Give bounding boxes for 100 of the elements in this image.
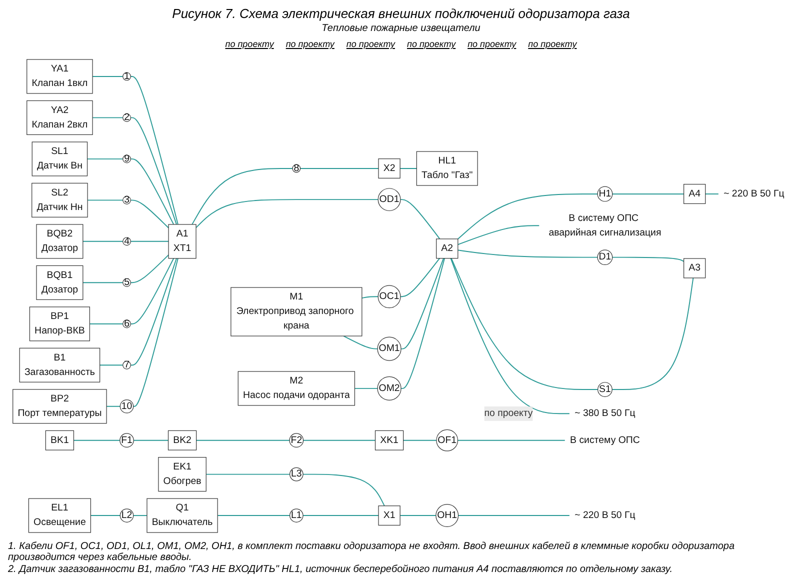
node-circle: OM2 — [377, 376, 402, 400]
connector — [130, 258, 178, 366]
node-box: BP1 Напор-ВКВ — [29, 306, 90, 342]
connector — [302, 440, 376, 441]
connector — [450, 258, 598, 390]
node-circle: L1 — [290, 508, 304, 522]
connector — [130, 200, 170, 228]
connector — [106, 406, 121, 407]
connector — [400, 199, 440, 240]
node-box: M1 Электропривод запорного крана — [230, 287, 362, 336]
node-box: B1 Загазованность — [19, 348, 100, 382]
diagram-title: Рисунок 7. Схема электрическая внешних подключений одоризатора газа — [171, 6, 631, 21]
node-circle: 2 — [122, 113, 131, 122]
connector — [206, 474, 290, 475]
connector — [302, 474, 385, 506]
node-circle: D1 — [597, 250, 613, 266]
node-box: EL1 Освещение — [28, 498, 91, 533]
node-circle: 8 — [292, 164, 301, 173]
connector — [192, 168, 293, 225]
cable-label: по проекту — [286, 39, 334, 49]
node-circle: 10 — [120, 399, 134, 414]
node-box: SL1 Датчик Вн — [32, 142, 88, 176]
connector — [130, 158, 174, 225]
node-circle: 6 — [122, 320, 131, 328]
connector — [130, 240, 170, 242]
cable-label: по проекту — [407, 39, 456, 49]
connector — [457, 440, 566, 441]
node-circle: 5 — [122, 278, 131, 287]
node-text: ~ 220 В 50 Гц — [574, 510, 636, 520]
node-circle: 3 — [122, 196, 131, 204]
connector — [217, 515, 290, 516]
connector — [90, 515, 121, 516]
node-circle: L3 — [290, 467, 304, 482]
node-circle: OC1 — [378, 285, 401, 308]
node-box: BQB2 Дозатор — [36, 224, 84, 259]
cable-label: по проекту — [225, 39, 274, 49]
connector — [196, 440, 290, 441]
footnote: 2. Датчик загазованности B1, табло "ГАЗ НЕ ВХОДИТЬ" HL1, источник бесперебойного питания A4 поставляются по отдельному заказу. — [8, 564, 674, 575]
cable-label: по проекту — [346, 39, 395, 49]
connector — [99, 364, 124, 366]
connector — [612, 277, 694, 390]
node-circle: 4 — [122, 237, 131, 246]
connector — [82, 240, 124, 242]
connector — [86, 158, 124, 160]
node-circle: OM1 — [377, 336, 402, 361]
node-box: A4 — [684, 184, 706, 204]
node-box: BK1 — [45, 430, 74, 450]
node-box: M2 Насос подачи одоранта — [238, 371, 356, 406]
connector — [450, 258, 570, 414]
node-box: A3 — [684, 258, 706, 278]
node-box: HL1 Табло "Газ" — [416, 151, 478, 186]
node-circle: F2 — [289, 433, 304, 448]
node-text: В систему ОПС аварийная сигнализация — [548, 212, 662, 238]
connector — [89, 323, 124, 324]
connector — [132, 515, 148, 516]
node-text: В систему ОПС — [570, 434, 640, 446]
connector — [92, 76, 124, 77]
connector — [130, 258, 174, 324]
node-box: A2 — [436, 238, 458, 259]
node-circle: 9 — [122, 154, 131, 164]
connector — [457, 193, 598, 240]
node-box: YA2 Клапан 2вкл — [26, 100, 93, 135]
node-circle: F1 — [120, 433, 134, 448]
node-circle: 7 — [122, 360, 131, 370]
connector — [133, 440, 169, 441]
connector — [612, 193, 684, 194]
connector — [73, 440, 120, 441]
connector — [400, 258, 444, 350]
connector — [130, 76, 178, 225]
node-text: ~ 380 В 50 Гц — [574, 408, 636, 419]
connector — [87, 200, 124, 201]
group-label: Тепловые пожарные извещатели — [320, 23, 482, 34]
node-circle: L2 — [120, 508, 134, 522]
connector — [400, 515, 436, 516]
node-box: EK1 Обогрев — [158, 457, 206, 492]
connector — [300, 168, 379, 169]
node-box: X2 — [378, 158, 400, 178]
connector — [92, 117, 124, 118]
connector — [130, 117, 178, 225]
node-box: A1 XT1 — [168, 224, 196, 259]
connector — [361, 296, 379, 299]
connector — [400, 168, 418, 169]
cable-label: по проекту — [468, 39, 516, 49]
connector — [457, 250, 598, 258]
connector — [612, 256, 684, 262]
connector — [132, 258, 178, 407]
node-circle: H1 — [597, 186, 613, 202]
connector — [704, 193, 720, 194]
node-box: BQB1 Дозатор — [36, 265, 84, 300]
connector — [82, 282, 124, 284]
node-circle: OD1 — [378, 188, 401, 212]
node-box: SL2 Датчик Нн — [32, 182, 88, 218]
connector — [354, 388, 378, 389]
node-box: Q1 Выключатель — [146, 498, 218, 533]
connector — [400, 258, 446, 389]
connector — [196, 199, 379, 228]
node-circle: 1 — [122, 72, 131, 81]
node-box: YA1 Клапан 1вкл — [26, 59, 93, 94]
connector — [130, 254, 170, 284]
node-box: X1 — [378, 506, 400, 526]
